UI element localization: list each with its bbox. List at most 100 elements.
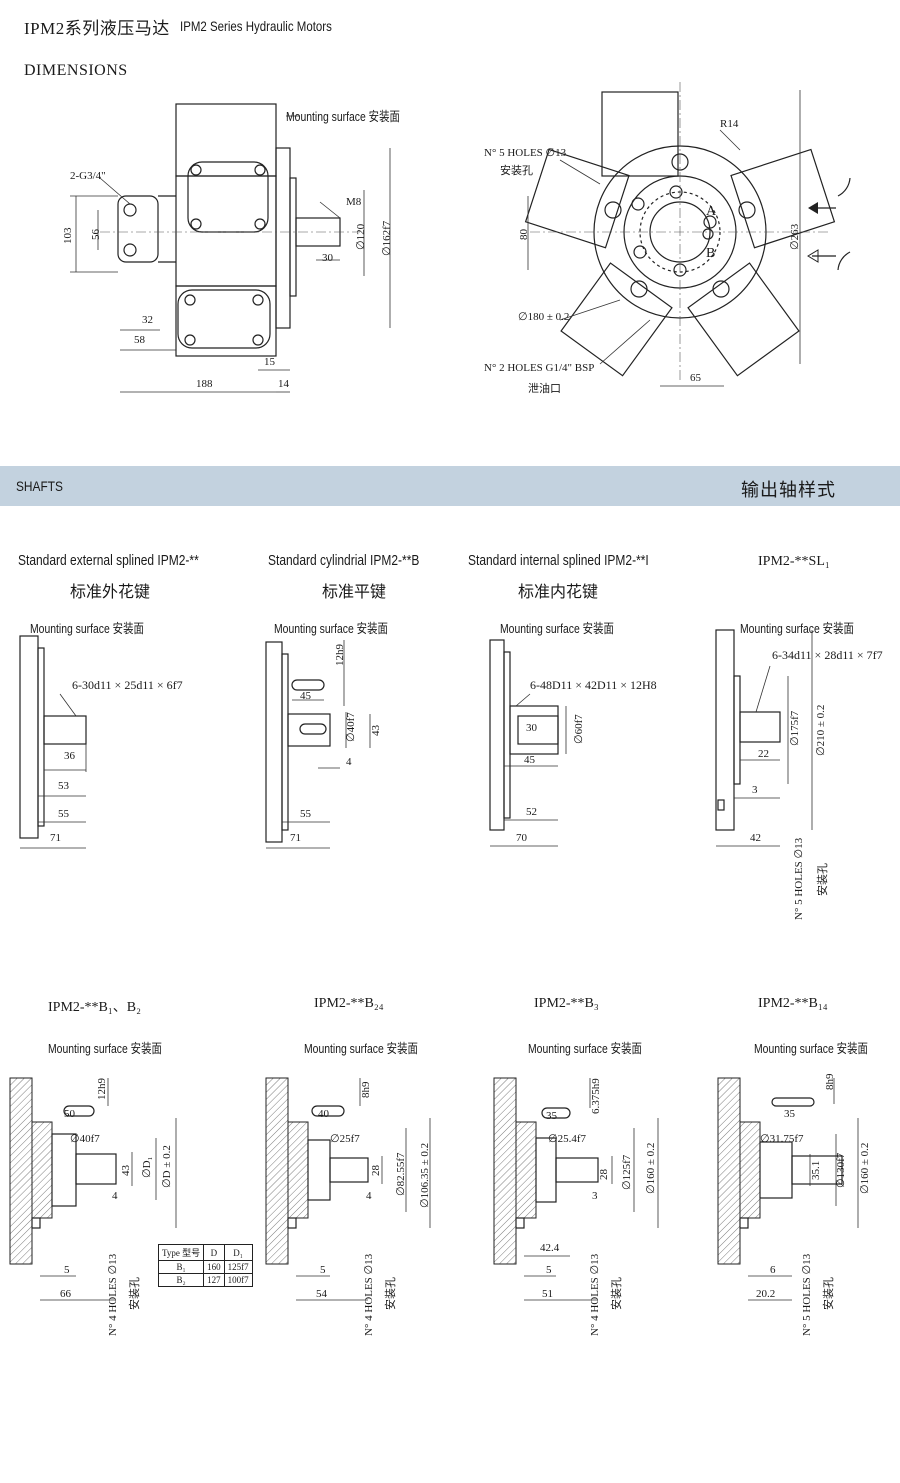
- shaft2-mount: Mounting surface 安装面: [274, 621, 388, 636]
- b24-h: 28: [370, 1165, 382, 1176]
- type-table-cell: B₂: [157, 1273, 205, 1287]
- shaft3-dim-45: 45: [524, 754, 535, 766]
- b24-b: 54: [316, 1288, 327, 1300]
- b14-h: 35.1: [810, 1160, 822, 1180]
- b1b2-holes-cn: 安装孔: [129, 1277, 141, 1310]
- drain-label: N° 2 HOLES G1/4" BSP: [484, 362, 595, 374]
- shafts-band-title-cn: 输出轴样式: [741, 480, 836, 500]
- type-table-head-d: D: [203, 1244, 225, 1261]
- b1b2-a: 5: [64, 1264, 70, 1276]
- b1b2-h: 43: [120, 1165, 132, 1176]
- b3-d: ∅160 ± 0.2: [645, 1142, 657, 1194]
- type-table-head-d1: D₁: [223, 1244, 253, 1261]
- type-table-cell: 125f7: [223, 1260, 253, 1274]
- type-table: Type 型号 D D₁ B₁ 160 125f7 B₂ 127 100f7: [157, 1244, 253, 1287]
- shaft2-dim-71: 71: [290, 832, 301, 844]
- page-title-en: IPM2 Series Hydraulic Motors: [180, 18, 332, 34]
- b14-b: 20.2: [756, 1288, 776, 1300]
- front-holes-cn: 安装孔: [500, 165, 533, 177]
- shaft2-cn: 标准平键: [322, 584, 387, 601]
- type-table-cell: 100f7: [223, 1273, 253, 1287]
- shaft4-dim-22: 22: [758, 748, 769, 760]
- port-a-label: A: [706, 204, 717, 219]
- b3-holes: N° 4 HOLES ∅13: [589, 1253, 601, 1336]
- type-table-head-type: Type 型号: [157, 1244, 205, 1261]
- front-dim-65: 65: [690, 372, 701, 384]
- b24-holes: N° 4 HOLES ∅13: [363, 1253, 375, 1336]
- b14-a: 6: [770, 1264, 776, 1276]
- shaft2-title: Standard cylindrial IPM2-**B: [268, 552, 420, 569]
- shaft1-cn: 标准外花键: [70, 584, 151, 601]
- shaft1-title: Standard external splined IPM2-**: [18, 552, 199, 569]
- shaft3-mount: Mounting surface 安装面: [500, 621, 614, 636]
- b1b2-title: IPM2-**B₁、B₂: [48, 1000, 141, 1015]
- shaft4-title: IPM2-**SL₁: [758, 554, 830, 569]
- shaft2-dim-45: 45: [300, 690, 311, 702]
- b24-keylen: 40: [318, 1108, 329, 1120]
- b1b2-d: ∅D ± 0.2: [161, 1145, 173, 1188]
- dim-30: 30: [322, 252, 333, 264]
- shaft4-dim-42: 42: [750, 832, 761, 844]
- port-b-label: B: [706, 246, 716, 261]
- shaft1-dim-53: 53: [58, 780, 69, 792]
- shaft1-dim-71: 71: [50, 832, 61, 844]
- shaft3-spec: 6-48D11 × 42D11 × 12H8: [530, 678, 657, 692]
- b1b2-mount: Mounting surface 安装面: [48, 1041, 162, 1056]
- b3-holes-cn: 安装孔: [611, 1277, 623, 1310]
- b14-key: 8h9: [824, 1073, 836, 1091]
- shafts-band: [0, 466, 900, 506]
- dim-188: 188: [196, 378, 213, 390]
- b3-mount: Mounting surface 安装面: [528, 1041, 642, 1056]
- b24-key: 8h9: [360, 1081, 372, 1099]
- b3-a: 5: [546, 1264, 552, 1276]
- b24-t: 4: [366, 1190, 372, 1202]
- b14-d: ∅160 ± 0.2: [859, 1142, 871, 1194]
- page-title-cn: IPM2系列液压马达: [24, 19, 170, 38]
- b3-t: 3: [592, 1190, 598, 1202]
- shaft4-dim-3: 3: [752, 784, 758, 796]
- dim-58: 58: [134, 334, 145, 346]
- b14-holes-cn: 安装孔: [823, 1277, 835, 1310]
- front-r14: R14: [720, 118, 739, 130]
- shaft3-cn: 标准内花键: [518, 584, 599, 601]
- b24-d: ∅106.35 ± 0.2: [419, 1142, 431, 1208]
- type-table-cell: 127: [203, 1273, 225, 1287]
- b24-mount: Mounting surface 安装面: [304, 1041, 418, 1056]
- b14-dia: ∅31.75f7: [760, 1133, 804, 1145]
- shaft3-title: Standard internal splined IPM2-**I: [468, 552, 649, 569]
- b3-d1: ∅125f7: [621, 1154, 633, 1190]
- shaft3-dim-70: 70: [516, 832, 527, 844]
- dim-32: 32: [142, 314, 153, 326]
- port-label: 2-G3/4": [70, 170, 106, 182]
- b3-h: 28: [598, 1169, 610, 1180]
- shaft1-dim-36: 36: [64, 750, 75, 762]
- side-view-drawing: [70, 103, 391, 393]
- b1b2-key: 12h9: [96, 1078, 108, 1100]
- front-holes-label: N° 5 HOLES ∅13: [484, 147, 567, 159]
- shaft4-mount: Mounting surface 安装面: [740, 621, 854, 636]
- shafts-band-title: SHAFTS: [16, 478, 63, 494]
- main-mounting-label: Mounting surface 安装面: [286, 109, 400, 124]
- shaft4-spec: 6-34d11 × 28d11 × 7f7: [772, 648, 883, 662]
- dim-15: 15: [264, 356, 275, 368]
- b14-d1: ∅130f7: [835, 1152, 847, 1188]
- b14-mount: Mounting surface 安装面: [754, 1041, 868, 1056]
- shaft1-spec: 6-30d11 × 25d11 × 6f7: [72, 678, 183, 692]
- shaft3-dim-30: 30: [526, 722, 537, 734]
- shaft2-dim-55: 55: [300, 808, 311, 820]
- shaft1-dim-55: 55: [58, 808, 69, 820]
- b24-a: 5: [320, 1264, 326, 1276]
- type-table-cell: 160: [203, 1260, 225, 1274]
- b3-keylen: 35: [546, 1110, 557, 1122]
- b24-title: IPM2-**B₂₄: [314, 996, 384, 1011]
- b3-b: 51: [542, 1288, 553, 1300]
- type-table-cell: B₁: [157, 1260, 205, 1274]
- b3-title: IPM2-**B₃: [534, 996, 599, 1011]
- front-view-drawing: [524, 82, 851, 387]
- front-dim-180: ∅180 ± 0.2: [518, 311, 570, 323]
- shaft3-dim-52: 52: [526, 806, 537, 818]
